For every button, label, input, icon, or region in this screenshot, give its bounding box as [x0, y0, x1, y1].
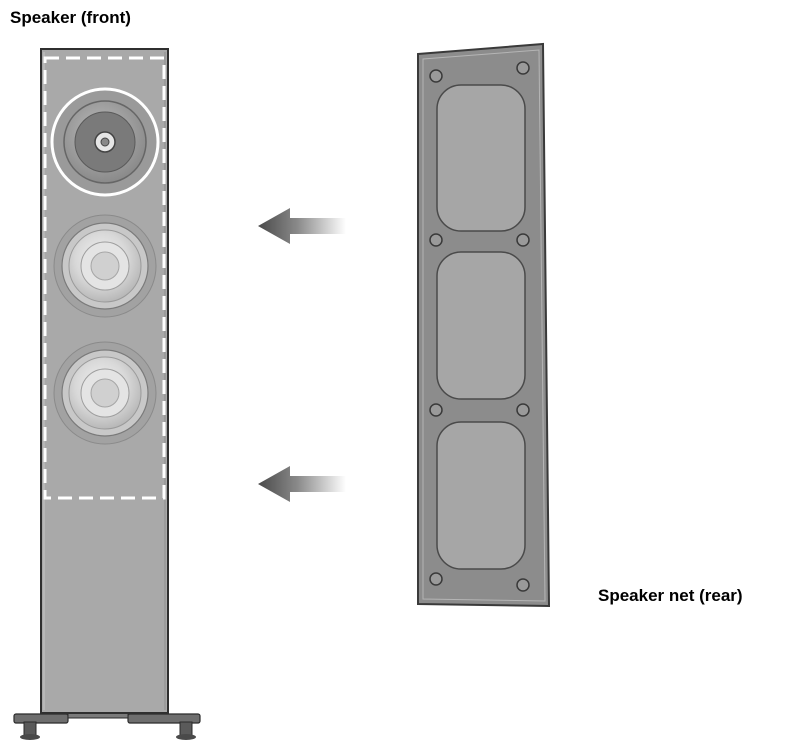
- net-pegs: [429, 61, 530, 592]
- speaker-front-label: Speaker (front): [10, 8, 131, 27]
- left-arrow-icon: [258, 466, 346, 502]
- net-attach-area-outline: [43, 56, 166, 500]
- woofer-lower: [53, 341, 157, 445]
- left-arrow-icon: [258, 208, 346, 244]
- speaker-front: [13, 48, 201, 740]
- speaker-foot-right: [127, 713, 201, 740]
- tweeter: [50, 87, 160, 197]
- net-window-bottom: [436, 421, 526, 570]
- speaker-net-label: Speaker net (rear): [598, 586, 743, 605]
- net-window-top: [436, 84, 526, 232]
- net-window-middle: [436, 251, 526, 400]
- woofer-upper: [53, 214, 157, 318]
- speaker-net-rear: [417, 42, 551, 608]
- speaker-foot-left: [13, 713, 69, 740]
